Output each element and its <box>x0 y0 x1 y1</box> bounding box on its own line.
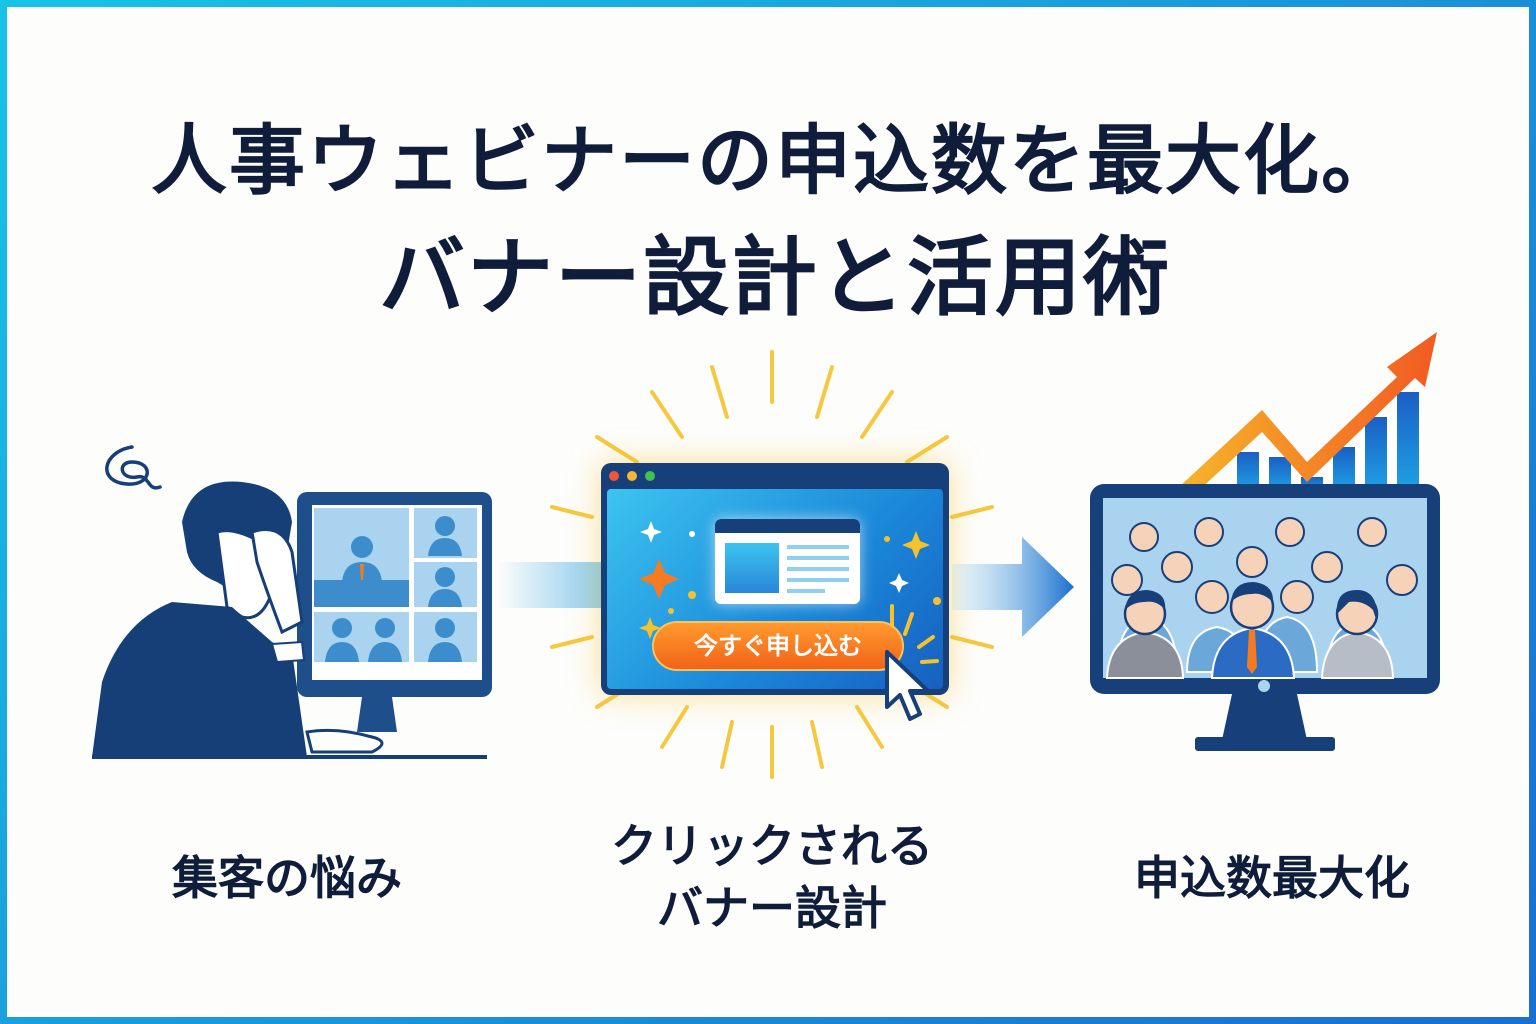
caption-banner-line-2: バナー設計 <box>657 881 887 935</box>
connector-left <box>497 562 607 608</box>
text-line <box>787 578 849 582</box>
window-dot-green <box>645 471 655 481</box>
banner-window[interactable]: 今すぐ申し込む <box>601 463 949 695</box>
growth-chart-illustration <box>1090 332 1440 751</box>
text-line <box>787 589 825 593</box>
title-line-2: バナー設計と活用術 <box>379 228 1171 328</box>
page-preview-card <box>715 519 860 604</box>
arrow-right-icon <box>952 537 1074 637</box>
text-line <box>787 545 849 549</box>
caption-banner-line-1: クリックされる <box>611 819 933 873</box>
mouse-cursor-icon <box>885 650 930 721</box>
glow-rays <box>550 350 994 779</box>
text-line <box>787 567 849 571</box>
sparkles <box>639 521 941 664</box>
caption-maximize: 申込数最大化 <box>1134 851 1410 905</box>
card-image <box>725 543 779 593</box>
card-titlebar <box>715 519 860 533</box>
caption-banner-design: クリックされる バナー設計 <box>567 815 977 939</box>
title-line-1: 人事ウェビナーの申込数を最大化。 <box>151 116 1399 205</box>
caption-problem: 集客の悩み <box>172 851 402 905</box>
apply-now-button[interactable]: 今すぐ申し込む <box>652 621 904 671</box>
stressed-man-illustration <box>92 445 492 759</box>
window-dot-red <box>609 471 619 481</box>
window-dot-yellow <box>627 471 637 481</box>
audience-crowd <box>1105 517 1418 679</box>
text-line <box>787 556 849 560</box>
